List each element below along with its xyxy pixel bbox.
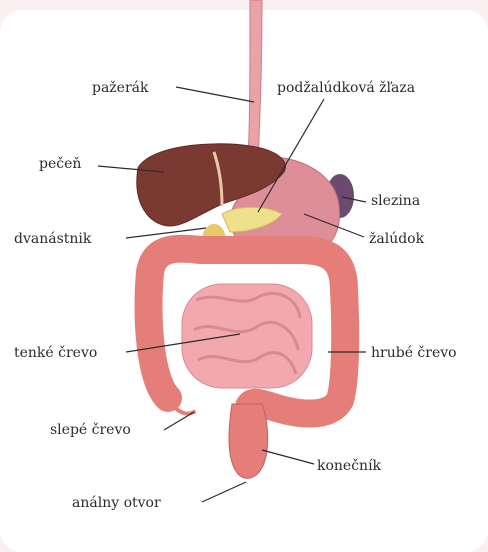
label-esophagus: pažerák xyxy=(92,80,149,96)
label-appendix: slepé črevo xyxy=(50,422,131,438)
label-spleen: slezina xyxy=(371,193,420,209)
label-liver: pečeň xyxy=(39,156,81,172)
label-anus: análny otvor xyxy=(72,495,161,511)
label-duodenum: dvanástnik xyxy=(14,231,91,247)
label-large-intestine: hrubé črevo xyxy=(371,345,457,361)
label-rectum: konečník xyxy=(317,458,381,474)
appendix-shape xyxy=(172,404,194,414)
rectum-shape xyxy=(229,404,268,478)
esophagus-shape xyxy=(248,0,262,160)
label-stomach: žalúdok xyxy=(369,231,424,247)
label-pancreas: podžalúdková žľaza xyxy=(277,80,415,96)
label-small-intestine: tenké črevo xyxy=(14,345,97,361)
